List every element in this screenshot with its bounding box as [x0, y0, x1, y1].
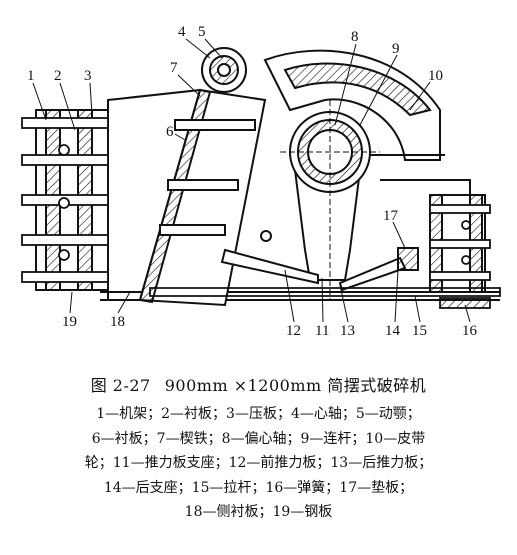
- callout-10: 10: [428, 68, 443, 84]
- legend-line: 18—侧衬板；19—钢板: [184, 504, 333, 520]
- swing-jaw: [138, 88, 267, 307]
- parts-legend: 1—机架；2—衬板；3—压板；4—心轴；5—动颚； 6—衬板；7—楔铁；8—偏心…: [8, 402, 509, 525]
- callout-3: 3: [84, 68, 92, 84]
- figure-number: 图 2-27: [90, 376, 151, 395]
- flywheel: [263, 49, 445, 161]
- legend-line: 6—衬板；7—楔铁；8—偏心轴；9—连杆；10—皮带: [91, 430, 426, 447]
- callout-1: 1: [27, 68, 35, 84]
- callout-16: 16: [462, 323, 478, 339]
- crusher-diagram: 1 2 3 4 5 6 7 8 9 10 11 12 13 14 15 16 1…: [21, 24, 501, 339]
- callout-5: 5: [198, 24, 206, 40]
- callout-2: 2: [54, 68, 62, 84]
- tie-rod: [149, 287, 501, 309]
- eccentric-shaft-and-connecting-rod: [280, 100, 380, 300]
- callout-18: 18: [110, 314, 125, 330]
- callout-17: 17: [383, 208, 399, 224]
- frame-bolts-right: [429, 204, 491, 281]
- callout-13: 13: [340, 323, 355, 339]
- callout-8: 8: [351, 29, 359, 45]
- legend-line: 1—机架；2—衬板；3—压板；4—心轴；5—动颚；: [96, 406, 421, 422]
- toggle-plates: [220, 230, 419, 292]
- leader-lines: [32, 38, 471, 323]
- figure-title: 900mm ×1200mm 简摆式破碎机: [164, 376, 427, 395]
- callout-15: 15: [412, 323, 427, 339]
- callout-11: 11: [315, 323, 329, 339]
- pivot-shaft: [201, 47, 247, 93]
- legend-line: 轮；11—推力板支座；12—前推力板；13—后推力板；: [84, 455, 433, 471]
- callout-19: 19: [62, 314, 77, 330]
- callout-7: 7: [170, 60, 178, 76]
- frame-bolts-left: [21, 117, 109, 283]
- callout-12: 12: [286, 323, 301, 339]
- callout-9: 9: [392, 41, 400, 57]
- legend-line: 14—后支座；15—拉杆；16—弹簧；17—垫板；: [103, 479, 414, 496]
- callout-14: 14: [385, 323, 401, 339]
- callout-6: 6: [166, 124, 174, 140]
- callout-labels: 1 2 3 4 5 6 7 8 9 10 11 12 13 14 15 16 1…: [27, 24, 478, 339]
- figure-caption: 图 2-27 900mm ×1200mm 简摆式破碎机: [0, 372, 517, 396]
- callout-4: 4: [178, 24, 186, 40]
